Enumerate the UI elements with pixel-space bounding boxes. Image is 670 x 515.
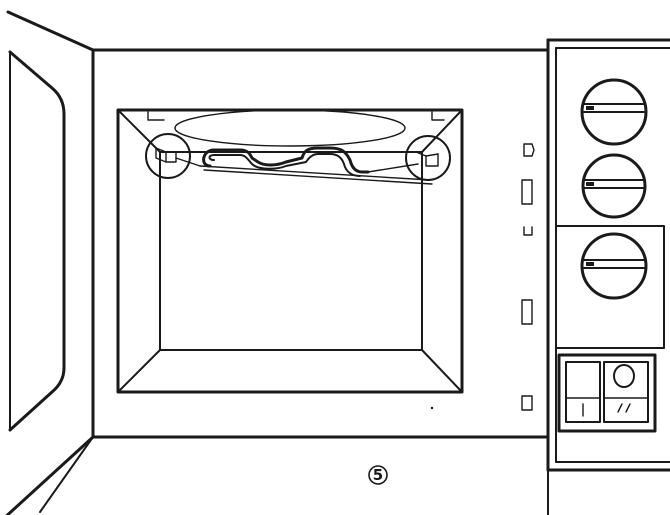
ceiling-dome — [174, 109, 406, 147]
indicator-lamp — [613, 364, 635, 388]
step-number-label: 5 — [368, 465, 388, 485]
door-window — [8, 50, 66, 432]
dot-mark — [430, 406, 434, 410]
oven-cavity — [116, 108, 464, 394]
door-latch-slots — [521, 143, 535, 411]
door-release-buttons[interactable] — [557, 353, 657, 433]
function-knob[interactable] — [580, 232, 648, 300]
step-number: 5 — [373, 466, 383, 484]
cabinet — [39, 48, 550, 515]
wire-rack — [175, 146, 433, 185]
power-knob[interactable] — [580, 78, 648, 146]
latch-slot-1 — [523, 143, 535, 157]
latch-slot-5 — [521, 395, 533, 411]
timer-knob[interactable] — [581, 153, 647, 219]
rack-support-left — [145, 133, 191, 179]
latch-slot-3 — [523, 226, 533, 236]
oven-door — [5, 10, 95, 515]
latch-slot-2 — [521, 179, 533, 205]
rack-support-right — [405, 135, 451, 181]
control-panel — [546, 38, 670, 472]
latch-slot-4 — [521, 299, 533, 325]
